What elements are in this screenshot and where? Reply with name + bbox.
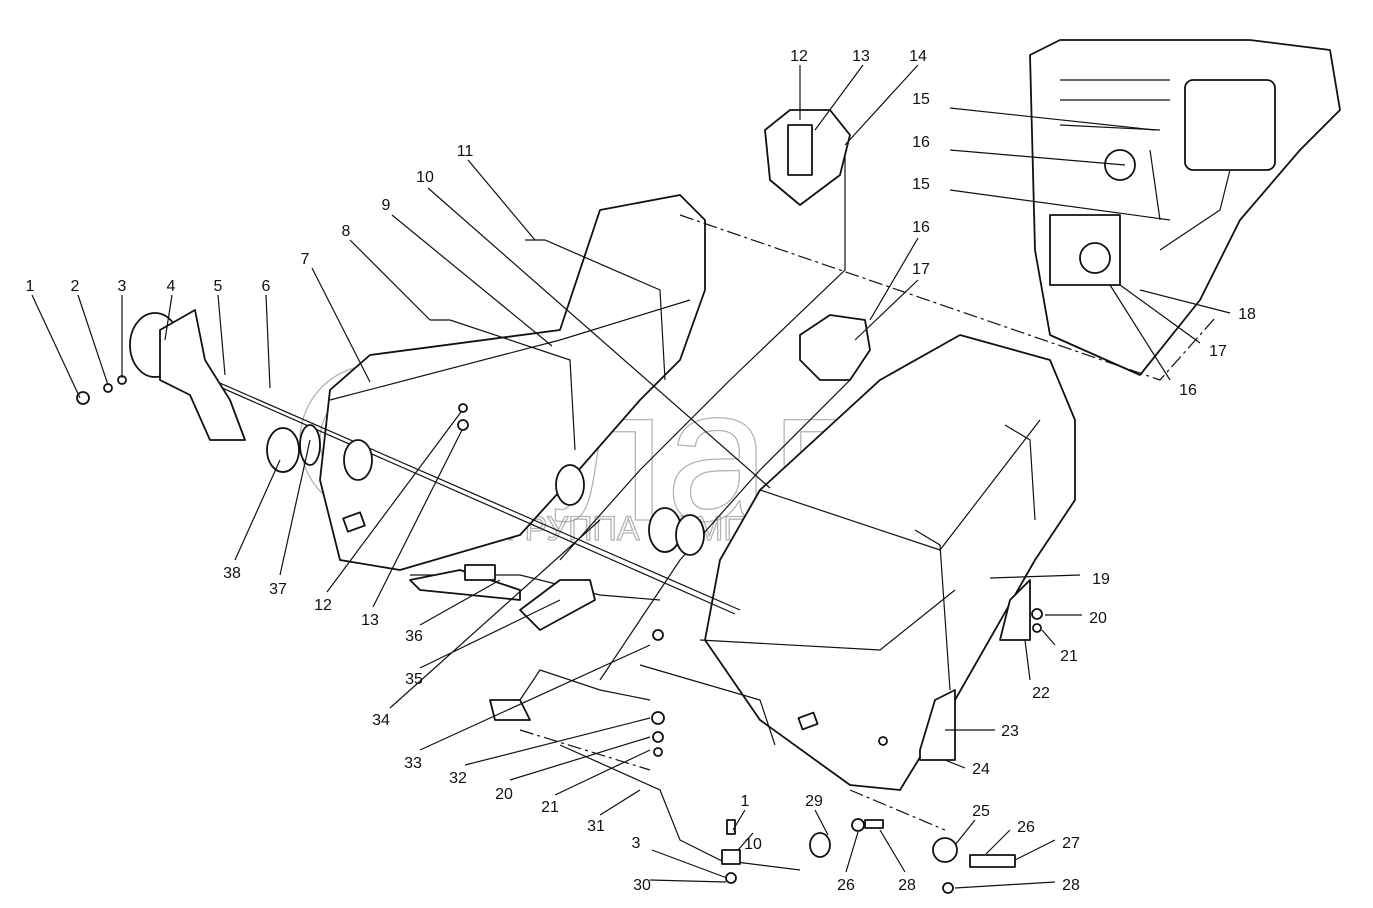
left-fuel-tank (319, 194, 706, 571)
callout: 7 (301, 251, 310, 268)
callout: 16 (912, 219, 930, 236)
callout: 30 (633, 877, 651, 894)
callout: 19 (1092, 571, 1110, 588)
callout: 29 (805, 793, 823, 810)
callout: 26 (837, 877, 855, 894)
callout: 37 (269, 581, 287, 598)
callout: 11 (457, 143, 474, 160)
callout: 9 (382, 197, 391, 214)
callout: 16 (912, 134, 930, 151)
callout: 12 (790, 48, 808, 65)
callout: 17 (912, 261, 930, 278)
callout: 10 (744, 836, 762, 853)
callout: 20 (495, 786, 513, 803)
callout: 31 (587, 818, 605, 835)
callout: 26 (1017, 819, 1035, 836)
callout: 38 (223, 565, 241, 582)
filler-neck (76, 309, 705, 556)
callout: 15 (912, 91, 930, 108)
callout: 10 (416, 169, 434, 186)
callout: 28 (898, 877, 916, 894)
callout: 12 (314, 597, 332, 614)
right-fuel-tank (699, 334, 1076, 791)
assembly-line (519, 729, 651, 771)
callout: 25 (972, 803, 990, 820)
callout: 22 (1032, 685, 1050, 702)
leader-lines (31, 64, 1231, 889)
brackets (409, 403, 1043, 761)
callout: 28 (1062, 877, 1080, 894)
callout: 8 (342, 223, 351, 240)
callout: 16 (1179, 382, 1197, 399)
callout: 21 (1060, 648, 1078, 665)
fuel-lines (189, 150, 851, 871)
callout: 15 (912, 176, 930, 193)
callout: 20 (1089, 610, 1107, 627)
callout-labels: 1 2 3 4 5 6 7 8 9 10 11 12 13 14 15 16 1… (26, 48, 1256, 894)
callout: 6 (262, 278, 271, 295)
callout: 13 (852, 48, 870, 65)
callout: 21 (541, 799, 559, 816)
callout: 3 (632, 835, 641, 852)
assembly-line (849, 789, 946, 831)
callout: 27 (1062, 835, 1080, 852)
callout: 4 (167, 278, 176, 295)
callout: 14 (909, 48, 927, 65)
callout: 18 (1238, 306, 1256, 323)
assembly-line (679, 214, 1216, 381)
callout: 36 (405, 628, 423, 645)
callout: 17 (1209, 343, 1227, 360)
callout: 32 (449, 770, 467, 787)
callout: 3 (118, 278, 127, 295)
callout: 23 (1001, 723, 1019, 740)
drain-parts (721, 818, 1016, 894)
callout: 5 (214, 278, 223, 295)
callout: 1 (26, 278, 35, 295)
callout: 13 (361, 612, 379, 629)
callout: 33 (404, 755, 422, 772)
callout: 24 (972, 761, 990, 778)
detail-bubbles (764, 39, 1341, 381)
callout: 34 (372, 712, 390, 729)
callout: 1 (741, 793, 750, 810)
callout: 2 (71, 278, 80, 295)
callout: 35 (405, 671, 423, 688)
